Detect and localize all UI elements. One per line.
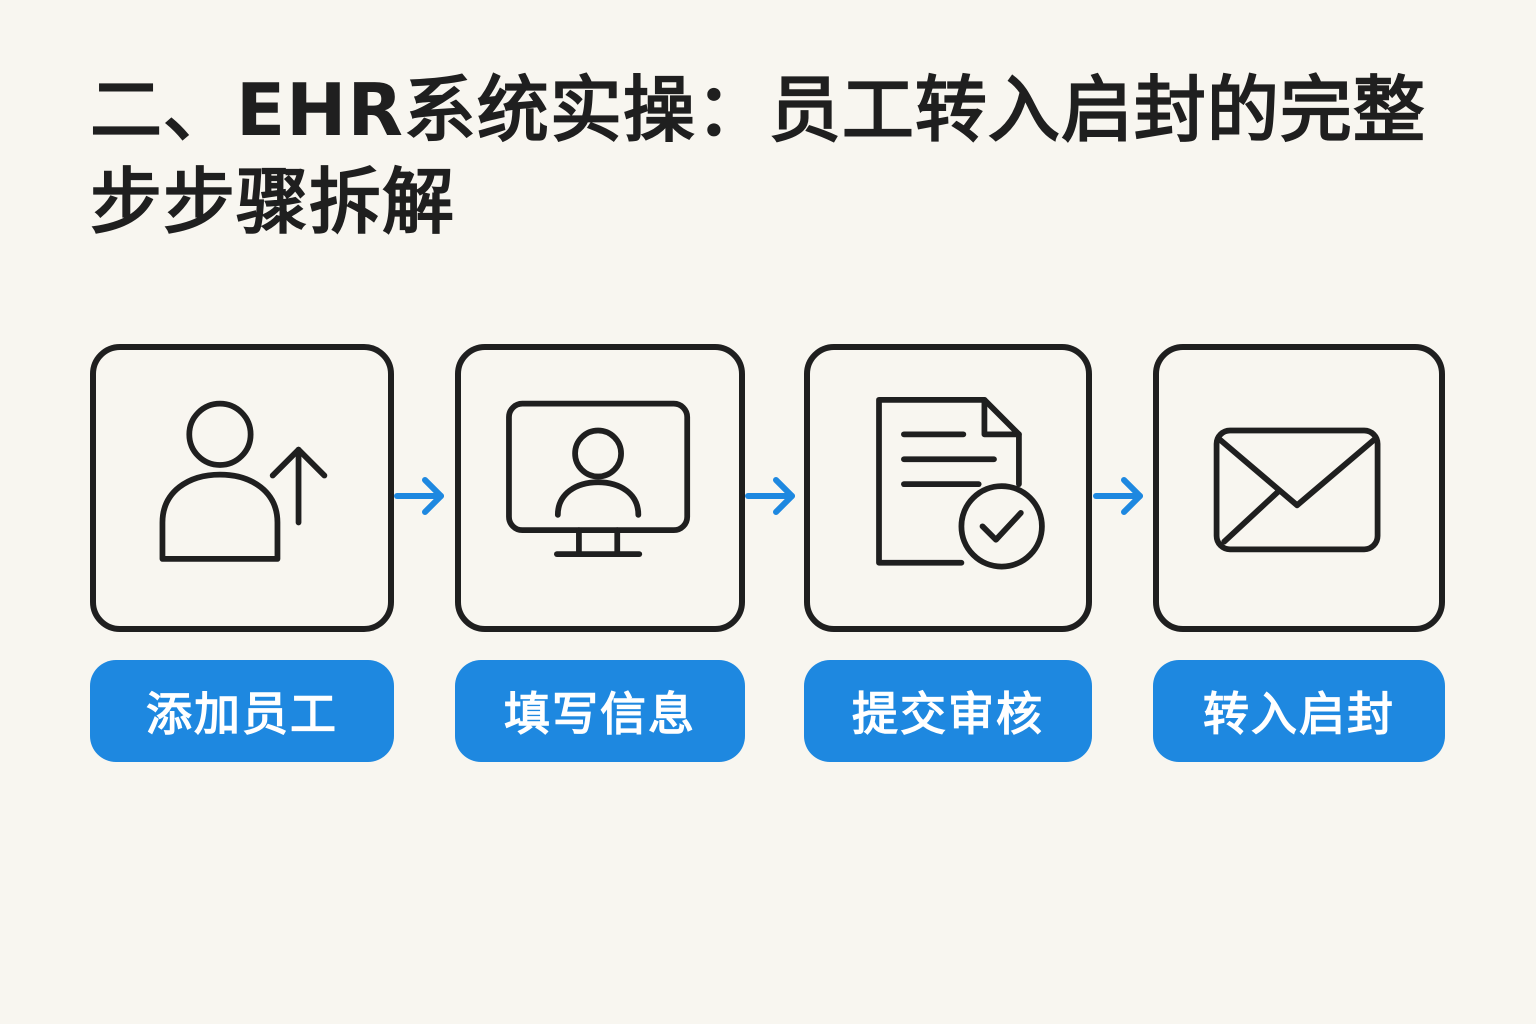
step-label-add-employee[interactable]: 添加员工 — [90, 660, 394, 762]
add-user-icon — [159, 400, 328, 562]
monitor-user-icon — [506, 400, 691, 557]
step-card-transfer-unseal[interactable] — [1153, 344, 1445, 632]
arrow-right-icon — [1093, 477, 1143, 515]
document-check-icon — [876, 396, 1045, 570]
step-card-add-employee[interactable] — [90, 344, 394, 632]
step-card-submit-review[interactable] — [804, 344, 1092, 632]
envelope-icon — [1213, 427, 1381, 553]
step-label-fill-info[interactable]: 填写信息 — [455, 660, 745, 762]
step-card-fill-info[interactable] — [455, 344, 745, 632]
arrow-right-icon — [394, 477, 444, 515]
arrow-right-icon — [745, 477, 795, 515]
step-label-transfer-unseal[interactable]: 转入启封 — [1153, 660, 1445, 762]
step-label-submit-review[interactable]: 提交审核 — [804, 660, 1092, 762]
page-title: 二、EHR系统实操：员工转入启封的完整步步骤拆解 — [90, 68, 1426, 244]
